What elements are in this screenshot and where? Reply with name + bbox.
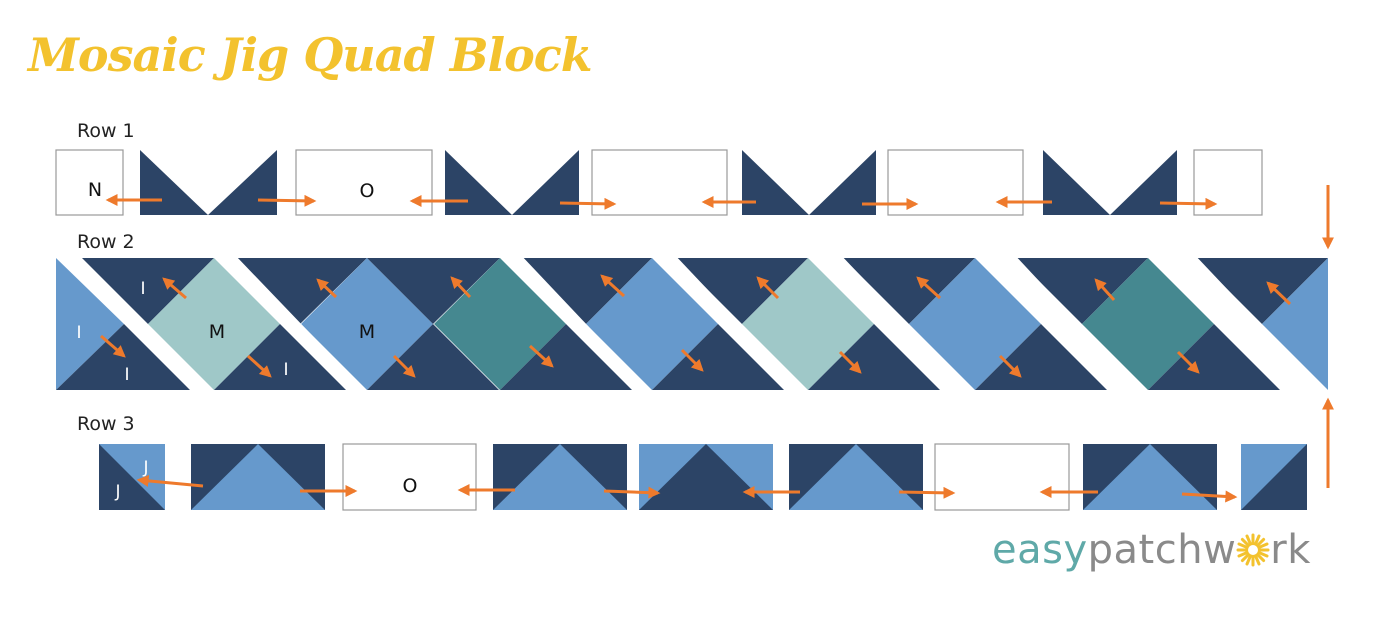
row-3-units bbox=[99, 443, 1307, 511]
flying-geese-unit bbox=[789, 444, 923, 510]
page-title: Mosaic Jig Quad Block bbox=[28, 28, 593, 82]
label-m: M bbox=[209, 321, 225, 343]
row-2-label: Row 2 bbox=[77, 231, 135, 253]
flying-geese-unit bbox=[1043, 150, 1177, 215]
brand-logo: easypatchw rk bbox=[992, 527, 1311, 573]
label-n: N bbox=[88, 179, 102, 201]
brand-patchw: patchw bbox=[1087, 527, 1237, 573]
flying-geese-unit bbox=[140, 150, 277, 215]
row-2-units bbox=[56, 246, 1328, 400]
row-3-label: Row 3 bbox=[77, 413, 135, 435]
plain-rectangle bbox=[934, 443, 1070, 511]
row-1-units bbox=[55, 149, 1263, 216]
brand-easy: easy bbox=[992, 527, 1088, 573]
setting-triangle bbox=[1196, 258, 1328, 324]
label-o: O bbox=[360, 180, 375, 202]
flying-geese-unit bbox=[1083, 444, 1217, 510]
label-i: I bbox=[140, 279, 145, 299]
label-m: M bbox=[359, 321, 375, 343]
setting-triangle bbox=[82, 258, 214, 324]
piece-o bbox=[342, 443, 477, 511]
flying-geese-unit bbox=[493, 444, 627, 510]
hst-j bbox=[99, 444, 165, 510]
label-i: I bbox=[283, 360, 288, 380]
label-i: I bbox=[124, 365, 129, 385]
daisy-icon bbox=[1236, 533, 1270, 567]
piece-o bbox=[295, 149, 433, 216]
hst-square bbox=[1241, 444, 1307, 510]
flying-geese-unit bbox=[742, 150, 876, 215]
flying-geese-unit bbox=[445, 150, 579, 215]
row-1-label: Row 1 bbox=[77, 120, 135, 142]
label-j: J bbox=[142, 458, 148, 478]
label-o: O bbox=[403, 475, 418, 497]
setting-triangle bbox=[1262, 258, 1328, 390]
label-j: J bbox=[114, 482, 120, 502]
pressing-arrows bbox=[100, 185, 1334, 503]
flying-geese-unit bbox=[639, 444, 773, 510]
label-i: I bbox=[76, 323, 81, 343]
brand-rk: rk bbox=[1270, 527, 1311, 573]
setting-triangle bbox=[56, 258, 124, 390]
flying-geese-unit bbox=[191, 444, 325, 510]
